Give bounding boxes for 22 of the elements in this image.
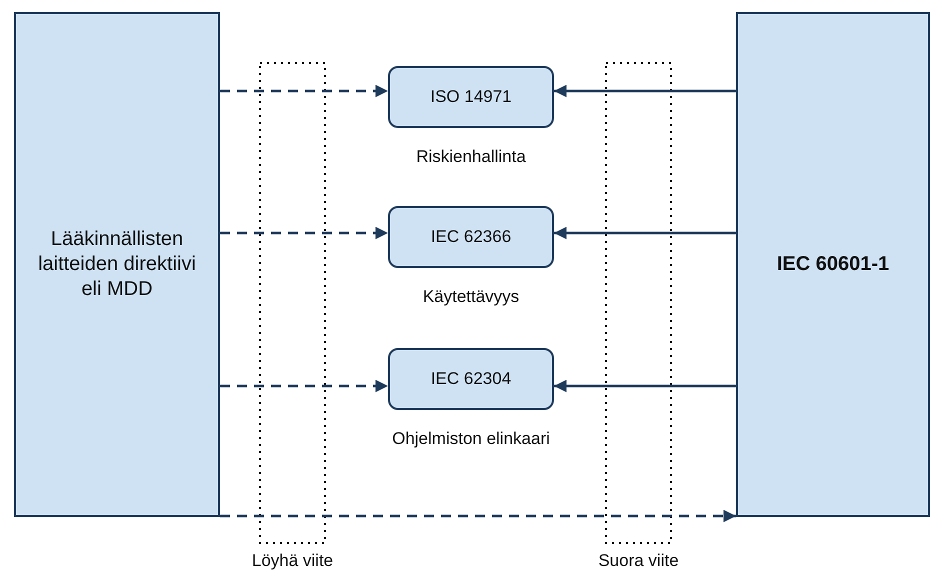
arrow [220, 510, 736, 522]
box-label: IEC 62366 [430, 227, 512, 247]
frame-label: Suora viite [597, 551, 680, 571]
arrow [554, 226, 736, 240]
standard-box [388, 348, 554, 410]
box-label: IEC 60601-1 [776, 252, 890, 277]
document-box [14, 12, 220, 517]
arrow [554, 380, 736, 392]
box-label: IEC 62304 [430, 369, 512, 389]
caption-text: Ohjelmiston elinkaari [391, 428, 551, 450]
arrow [220, 380, 388, 392]
arrow [220, 84, 388, 98]
standard-box [388, 66, 554, 128]
box-label: ISO 14971 [430, 87, 512, 107]
frame-label: Löyhä viite [250, 551, 334, 571]
box-label: Lääkinnällisten laitteiden direktiivi eli MDD [37, 227, 197, 302]
arrow [554, 84, 736, 98]
arrow [220, 226, 388, 240]
document-box [736, 12, 930, 517]
standard-box [388, 206, 554, 268]
caption-text: Riskienhallinta [415, 146, 527, 168]
caption-text: Käytettävyys [422, 286, 520, 308]
